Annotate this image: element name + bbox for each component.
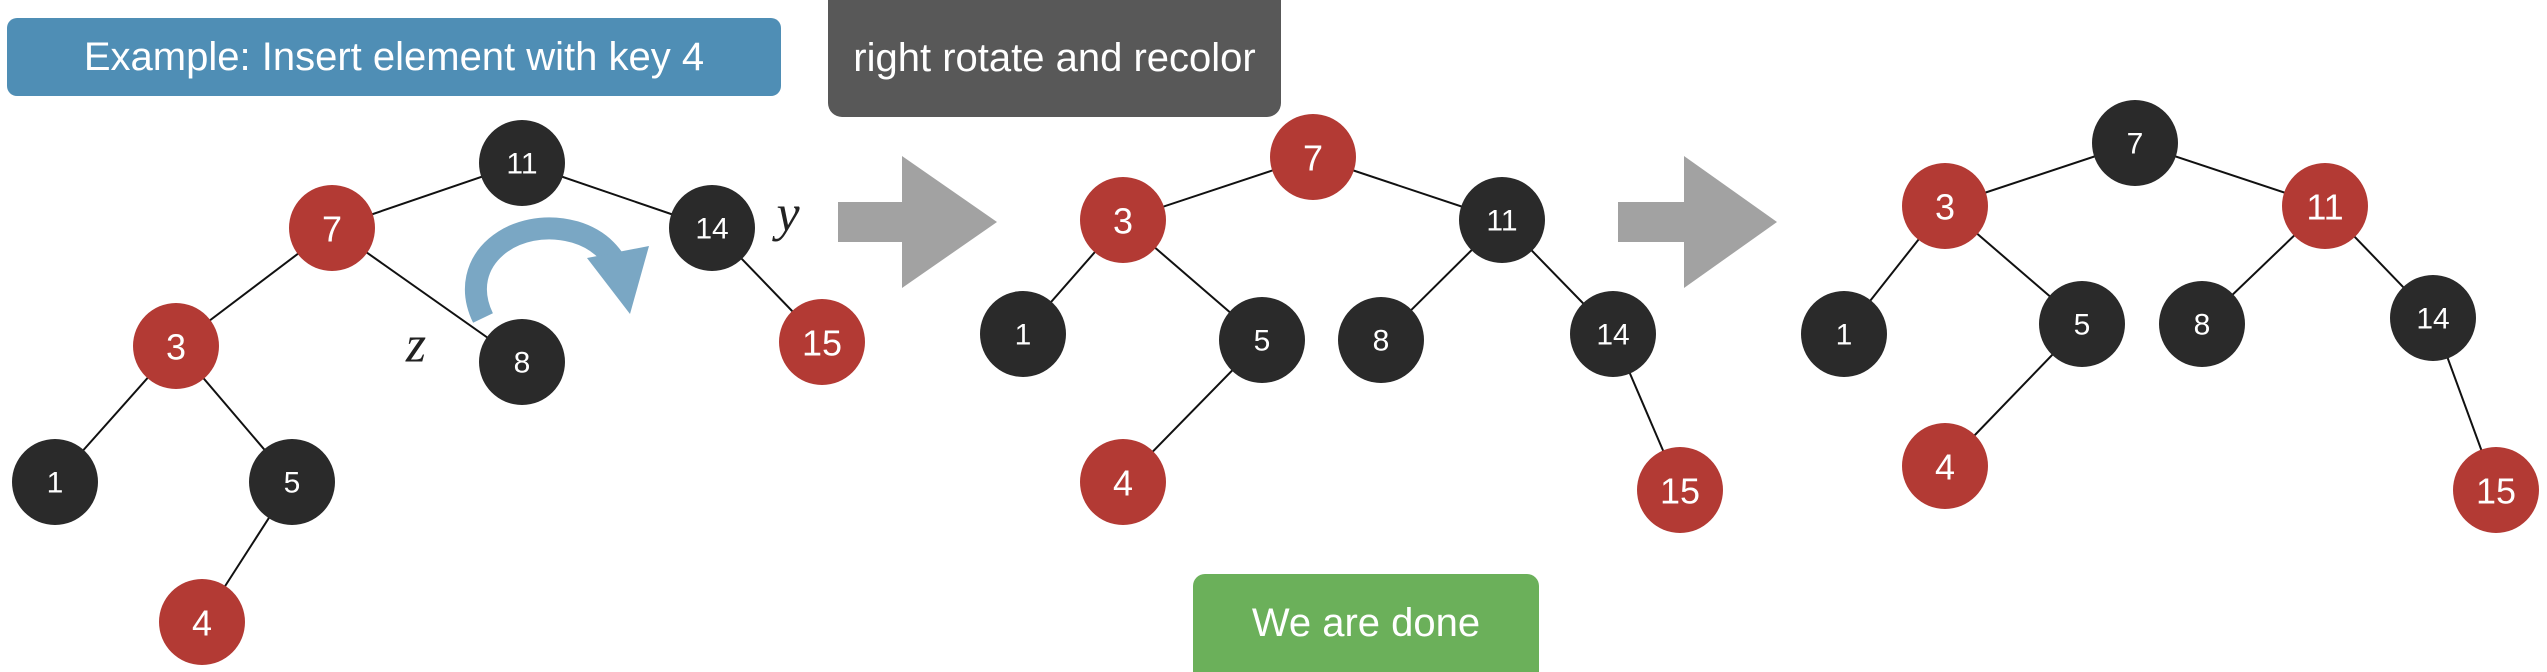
variable-label-y: y: [771, 186, 800, 243]
node-circle: [1459, 177, 1545, 263]
title-text: Example: Insert element with key 4: [83, 34, 705, 79]
node-key: 1: [1836, 319, 1853, 352]
node-key: 14: [695, 213, 728, 246]
node-key: 8: [1373, 325, 1390, 358]
done-banner: We are done: [1193, 574, 1539, 672]
node-circle: [12, 439, 98, 525]
tree-node-8: 8: [2159, 281, 2245, 367]
node-circle: [2390, 275, 2476, 361]
node-key: 4: [192, 603, 212, 644]
step-arrow-icon: [838, 156, 997, 288]
node-circle: [1270, 114, 1356, 200]
node-circle: [1080, 177, 1166, 263]
tree-node-11: 11: [2282, 163, 2368, 249]
tree-node-8: 8: [479, 319, 565, 405]
node-circle: [159, 579, 245, 665]
tree-node-11: 11: [479, 120, 565, 206]
node-key: 4: [1113, 463, 1133, 504]
edges-layer: [54, 142, 2497, 623]
node-circle: [1637, 447, 1723, 533]
node-key: 15: [1660, 471, 1700, 512]
rotate-arrow-icon: [465, 217, 631, 323]
tree-node-11: 11: [1459, 177, 1545, 263]
node-circle: [133, 303, 219, 389]
node-key: 7: [2127, 128, 2144, 161]
tree-node-15: 15: [2453, 447, 2539, 533]
node-key: 5: [284, 467, 301, 500]
variable-label-z: z: [405, 317, 426, 374]
tree-node-5: 5: [2039, 281, 2125, 367]
node-key: 7: [322, 209, 342, 250]
node-key: 5: [2074, 309, 2091, 342]
tree-node-4: 4: [159, 579, 245, 665]
node-circle: [1338, 297, 1424, 383]
node-circle: [1080, 439, 1166, 525]
arrows-layer: [465, 156, 1777, 323]
node-circle: [1570, 291, 1656, 377]
tree-node-1: 1: [12, 439, 98, 525]
node-key: 5: [1254, 325, 1271, 358]
tree-node-5: 5: [1219, 297, 1305, 383]
node-key: 11: [1486, 205, 1517, 238]
tree-node-14: 14: [669, 185, 755, 271]
node-key: 1: [1015, 319, 1032, 352]
node-circle: [289, 185, 375, 271]
node-key: 3: [1113, 201, 1133, 242]
tree-node-7: 7: [289, 185, 375, 271]
node-key: 11: [2306, 187, 2343, 228]
tree-node-3: 3: [1080, 177, 1166, 263]
tree-node-7: 7: [2092, 100, 2178, 186]
caption-text: right rotate and recolor: [853, 36, 1256, 80]
node-circle: [2039, 281, 2125, 367]
rotate-arrowhead-icon: [587, 246, 649, 314]
node-key: 3: [166, 327, 186, 368]
caption-banner: right rotate and recolor: [828, 0, 1281, 117]
node-key: 15: [2476, 471, 2516, 512]
node-circle: [2453, 447, 2539, 533]
tree-node-8: 8: [1338, 297, 1424, 383]
node-circle: [1902, 163, 1988, 249]
tree-node-14: 14: [2390, 275, 2476, 361]
node-key: 14: [2416, 303, 2449, 336]
node-circle: [249, 439, 335, 525]
tree-node-15: 15: [779, 299, 865, 385]
tree-node-14: 14: [1570, 291, 1656, 377]
node-circle: [2092, 100, 2178, 186]
node-circle: [1801, 291, 1887, 377]
node-circle: [479, 319, 565, 405]
node-circle: [980, 291, 1066, 377]
tree-node-1: 1: [980, 291, 1066, 377]
node-circle: [479, 120, 565, 206]
tree-node-4: 4: [1902, 423, 1988, 509]
tree-node-1: 1: [1801, 291, 1887, 377]
tree-node-3: 3: [133, 303, 219, 389]
node-circle: [2282, 163, 2368, 249]
node-key: 3: [1935, 187, 1955, 228]
tree-node-4: 4: [1080, 439, 1166, 525]
variables-layer: zy: [405, 186, 801, 374]
title-banner: Example: Insert element with key 4: [7, 18, 781, 96]
node-key: 4: [1935, 447, 1955, 488]
node-key: 14: [1596, 319, 1629, 352]
node-circle: [1902, 423, 1988, 509]
node-key: 11: [506, 148, 537, 181]
node-circle: [1219, 297, 1305, 383]
node-key: 8: [514, 347, 531, 380]
tree-node-3: 3: [1902, 163, 1988, 249]
step-arrow-icon: [1618, 156, 1777, 288]
node-key: 8: [2194, 309, 2211, 342]
done-text: We are done: [1251, 600, 1481, 645]
node-key: 15: [802, 323, 842, 364]
node-circle: [2159, 281, 2245, 367]
node-circle: [779, 299, 865, 385]
tree-node-7: 7: [1270, 114, 1356, 200]
node-circle: [669, 185, 755, 271]
tree-node-5: 5: [249, 439, 335, 525]
tree-node-15: 15: [1637, 447, 1723, 533]
node-key: 7: [1303, 138, 1323, 179]
node-key: 1: [47, 467, 64, 500]
